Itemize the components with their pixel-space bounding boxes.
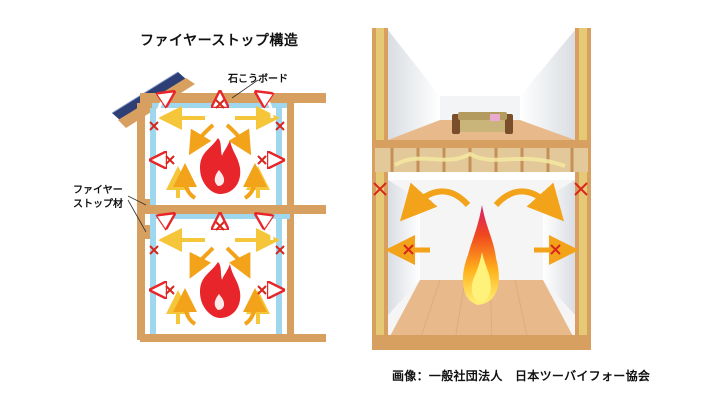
base-sill: [375, 335, 588, 350]
page-title: ファイヤーストップ構造: [140, 33, 299, 49]
firestop-label-line2: ストップ材: [73, 199, 123, 210]
image-credit: 画像：一般社団法人 日本ツーバイフォー協会: [392, 369, 651, 383]
upper-wall-right: [520, 30, 575, 140]
gypsum-board-label: 石こうボード: [228, 74, 288, 85]
outer-wall-left: [137, 103, 145, 340]
firestop-leader-2: [127, 199, 147, 233]
upper-wall-left: [388, 30, 440, 140]
flame-lower-core: [214, 294, 225, 310]
right-room-illustration: [372, 28, 591, 350]
outer-wall-right: [287, 103, 294, 340]
firestop-block-lower: [145, 225, 150, 239]
roof-beam: [140, 93, 326, 103]
blocked-marks-left: [149, 99, 285, 295]
gypsum-board-leader: [231, 79, 259, 99]
middle-ceiling-board: [150, 214, 290, 219]
firestop-label-line1: ファイヤー: [73, 185, 123, 196]
stud-left: [150, 108, 156, 340]
blocked-marks-right: [373, 182, 588, 255]
fire-core: [471, 252, 491, 302]
stud-right: [276, 108, 282, 340]
left-section-diagram: [111, 71, 326, 342]
heat-arrows: [385, 182, 579, 265]
middle-floor: [140, 205, 326, 214]
bottom-floor: [140, 334, 326, 342]
lower-airflow-arrows: [158, 218, 276, 326]
floor-deck: [375, 140, 588, 148]
firestop-leader-1: [127, 195, 147, 206]
firestop-block-upper: [145, 199, 150, 213]
sofa: [452, 112, 513, 134]
flame-upper-core: [214, 170, 225, 186]
